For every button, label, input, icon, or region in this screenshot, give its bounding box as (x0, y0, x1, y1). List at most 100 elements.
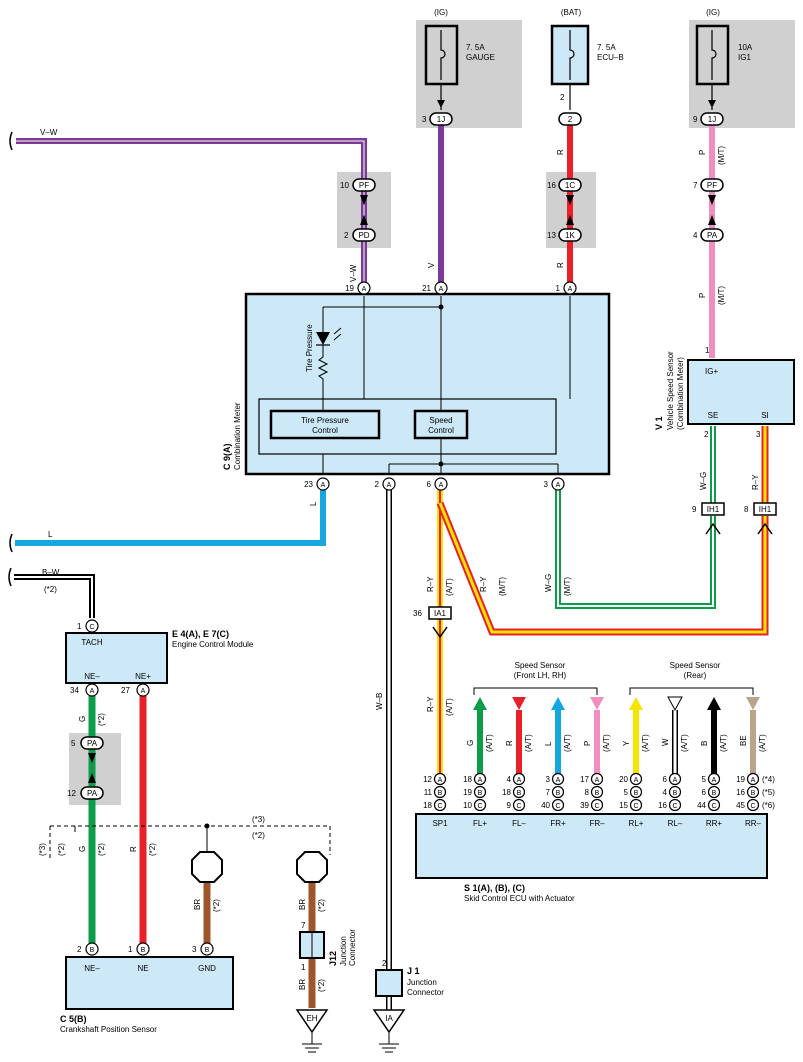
junction-pf-pd-left: PF 10 PD 2 (340, 178, 376, 242)
sensor-wire-color: R (505, 740, 514, 746)
wire-label-l-horizontal: L (48, 530, 53, 539)
wire-break-icon (9, 533, 13, 553)
ecm-ne-plus-pin: A 27 (121, 683, 150, 697)
j1-name-1: Junction (407, 978, 437, 987)
meter-name: Combination Meter (233, 402, 242, 470)
j12-name-2: Connector (348, 929, 357, 966)
skid-ecu-pin-num: 15 (619, 801, 628, 810)
ground-ia-label: IA (385, 1014, 393, 1023)
skid-ecu-pin-conn: B (634, 790, 639, 797)
skid-ecu-pin-conn: C (477, 803, 482, 810)
fuse-icon (711, 30, 717, 80)
wire-label-wg-sensor: W–G (699, 472, 708, 490)
vss-pin-si-num: 3 (756, 430, 761, 439)
ckp-pin-ne: B 1 (128, 942, 150, 956)
ckp-pin-ne-label: NE (137, 964, 148, 973)
wire-label-ry-at-note: (A/T) (445, 578, 454, 596)
ckp-pin-ne-minus-num: 2 (77, 945, 82, 954)
arrow-up-icon (708, 215, 716, 225)
wire-label-p1-mt: (M/T) (717, 146, 726, 165)
engine-control-module: TACH NE– NE+ E 4(A), E 7(C) Engine Contr… (65, 629, 254, 684)
speed-sensor-wires (473, 696, 760, 777)
ih1-left-pin: 9 (692, 505, 697, 514)
meter-pin-top-conn: A (568, 286, 573, 293)
sensor-wire-note: (A/T) (524, 734, 533, 752)
wire-r-y-mt (436, 501, 769, 636)
skid-ecu-pin (473, 798, 487, 812)
skid-ecu-pin-conn: A (438, 777, 443, 784)
skid-ecu-pin-conn: B (517, 790, 522, 797)
skid-ecu-pin-num: 44 (697, 801, 706, 810)
skid-ecu-pin-num: 19 (463, 788, 472, 797)
gauge-fuse-rating: 7. 5A (466, 43, 485, 52)
wire-label-g-lower: G (78, 846, 87, 852)
skid-ecu-columns: SP1A12B11C18FL+A18B19C10G(A/T)FL–A4B18C9… (423, 734, 775, 828)
wire-label-l-vertical: L (309, 501, 318, 506)
j12-name-1: Junction (339, 936, 348, 966)
ig1-conn-label: 1J (708, 115, 716, 124)
vss-pin-si: SI (761, 411, 769, 420)
ig1-conn-pin: 9 (693, 115, 698, 124)
meter-pin-top-num: 19 (345, 284, 354, 293)
wire-label-ry-lower: R–Y (426, 696, 435, 712)
ground-eh: EH (295, 1009, 329, 1053)
skid-ecu-pin-conn: A (556, 777, 561, 784)
vss-pin-ig-num: 1 (705, 346, 710, 355)
j12-pin2: 1 (301, 963, 306, 972)
skid-ecu-pin-num: 40 (541, 801, 550, 810)
skid-ecu-pin-conn: C (437, 803, 442, 810)
j1-junction-connector: 2 J 1 Junction Connector (375, 959, 444, 997)
wire-label-br1-note: (*2) (212, 899, 221, 912)
wire-label-v: V (427, 262, 436, 268)
wire-label-p2: P (698, 293, 707, 298)
skid-ecu-pin (707, 785, 721, 799)
skid-ecu-pin-num: 5 (624, 788, 629, 797)
speed-sensor-front-label: Speed Sensor (515, 661, 566, 670)
junction-pa-bottom-pin: 12 (67, 789, 76, 798)
led-icon (316, 332, 330, 345)
skid-ecu-pin-conn: A (751, 777, 756, 784)
wire-label-br3: BR (298, 979, 307, 990)
vss-pin-se: SE (708, 411, 719, 420)
junction-pf-right-label: PF (707, 181, 717, 190)
skid-ecu-pin-num: 10 (463, 801, 472, 810)
skid-ecu-pin (590, 798, 604, 812)
ckp-pin-gnd-conn: B (205, 947, 210, 954)
skid-ecu-pin-num: 6 (663, 775, 668, 784)
skid-ecu-pin (707, 772, 721, 786)
skid-ecu-terminal-label: RR– (745, 819, 762, 828)
skid-ecu-pin-num: 19 (736, 775, 745, 784)
meter-pin-top-num: 21 (422, 284, 431, 293)
ecm-ne-plus-conn: A (141, 688, 146, 695)
junction-pf-pa-right: PF 7 PA 4 (693, 178, 724, 242)
meter-pin-bottom-num: 3 (544, 480, 549, 489)
sensor-wire-note: (A/T) (563, 734, 572, 752)
wire-label-ry-mt-note: (M/T) (498, 577, 507, 596)
fuse-ig1-connector: 1J 9 (693, 112, 724, 126)
skid-ecu-terminal-label: FL– (512, 819, 526, 828)
wire-label-bw: B–W (42, 568, 60, 577)
arrow-down-icon (360, 195, 368, 205)
skid-ecu-pin-conn: B (673, 790, 678, 797)
junction-1c-pin: 16 (547, 181, 556, 190)
j1-name-2: Connector (407, 988, 444, 997)
skid-ecu-terminal-label: SP1 (432, 819, 448, 828)
skid-ecu-pin-num: 4 (507, 775, 512, 784)
wire-label-ry-lower-note: (A/T) (445, 698, 454, 716)
skid-ecu-pin-conn: C (711, 803, 716, 810)
chevron-up-icon (757, 522, 773, 535)
skid-ecu-pin-num: 8 (585, 788, 590, 797)
ckp-pin-gnd: B 3 (192, 942, 214, 956)
ckp-name: Crankshaft Position Sensor (60, 1025, 157, 1034)
skid-ecu-terminal-label: FR– (589, 819, 605, 828)
ckp-pin-ne-conn: B (141, 947, 146, 954)
skid-ecu-pin-conn: C (594, 803, 599, 810)
speed-control-line1: Speed (429, 416, 452, 425)
skid-ecu-pin-conn: A (517, 777, 522, 784)
shield-ground-icon (296, 851, 328, 883)
j1-pin: 2 (382, 959, 387, 968)
skid-ecu-variant: (*6) (762, 801, 775, 810)
sensor-wire-color: W (661, 738, 670, 746)
skid-ecu-pin-num: 6 (702, 788, 707, 797)
